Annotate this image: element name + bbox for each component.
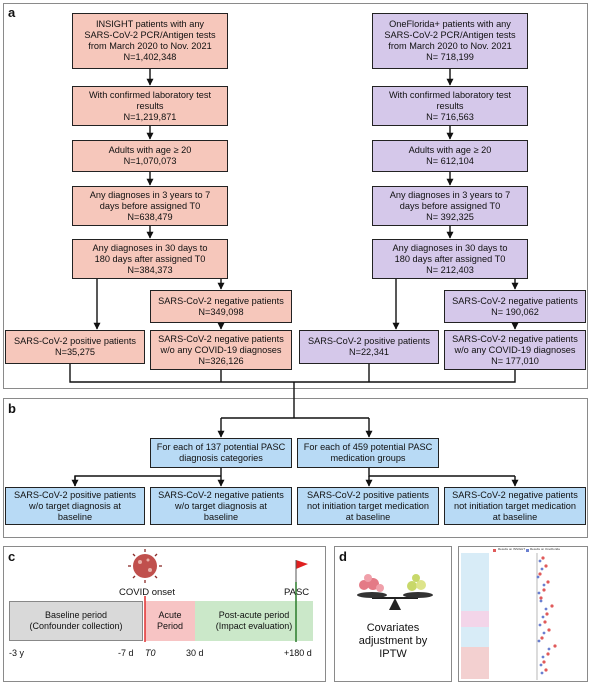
legend-onefl: Results on OneFlorida [530,547,560,551]
insight-negative-box: SARS-CoV-2 negative patients N=349,098 [150,290,292,323]
panel-e-label: e [463,549,471,564]
onefl-step-4: Any diagnoses in 3 years to 7 days befor… [372,186,528,226]
insight-step-2: With confirmed laboratory test results N… [72,86,228,126]
insight-step-3: Adults with age ≥ 20 N=1,070,073 [72,140,228,172]
iptw-text: Covariates adjustment by IPTW [358,621,428,660]
legend-insight: Results on INSIGHT [498,547,526,551]
panel-d [334,546,452,682]
medication-groups-box: For each of 459 potential PASC medicatio… [297,438,439,468]
covid-onset-label: COVID onset [119,587,175,598]
tick-180d: +180 d [284,648,312,658]
b-leaf-positive-medication: SARS-CoV-2 positive patients not initiat… [297,487,439,525]
diagnosis-categories-box: For each of 137 potential PASC diagnosis… [150,438,292,468]
pasc-label: PASC [284,587,310,598]
panel-e [458,546,588,682]
tick-30d: 30 d [186,648,204,658]
tick-minus-7d: -7 d [118,648,134,658]
acute-period: Acute Period [145,601,195,641]
b-leaf-negative-medication: SARS-CoV-2 negative patients not initiat… [444,487,586,525]
onefl-step-5: Any diagnoses in 30 days to 180 days aft… [372,239,528,279]
post-acute-period: Post-acute period (Impact evaluation) [195,601,313,641]
onefl-step-1: OneFlorida+ patients with any SARS-CoV-2… [372,13,528,69]
onefl-step-2: With confirmed laboratory test results N… [372,86,528,126]
insight-step-4: Any diagnoses in 3 years to 7 days befor… [72,186,228,226]
insight-step-1: INSIGHT patients with any SARS-CoV-2 PCR… [72,13,228,69]
insight-positive-box: SARS-CoV-2 positive patients N=35,275 [5,330,145,364]
insight-negative-final-box: SARS-CoV-2 negative patients w/o any COV… [150,330,292,370]
tick-minus-3y: -3 y [9,648,25,658]
baseline-period: Baseline period (Confounder collection) [9,601,143,641]
panel-d-label: d [339,549,347,564]
insight-step-5: Any diagnoses in 30 days to 180 days aft… [72,239,228,279]
onefl-negative-box: SARS-CoV-2 negative patients N= 190,062 [444,290,586,323]
tick-t0: T0 [145,648,156,658]
onefl-positive-box: SARS-CoV-2 positive patients N=22,341 [299,330,439,364]
b-leaf-negative-diagnosis: SARS-CoV-2 negative patients w/o target … [150,487,292,525]
b-leaf-positive-diagnosis: SARS-CoV-2 positive patients w/o target … [5,487,145,525]
panel-b-label: b [8,401,16,416]
onefl-negative-final-box: SARS-CoV-2 negative patients w/o any COV… [444,330,586,370]
panel-a-label: a [8,5,16,20]
onefl-step-3: Adults with age ≥ 20 N= 612,104 [372,140,528,172]
panel-c-label: c [8,549,16,564]
